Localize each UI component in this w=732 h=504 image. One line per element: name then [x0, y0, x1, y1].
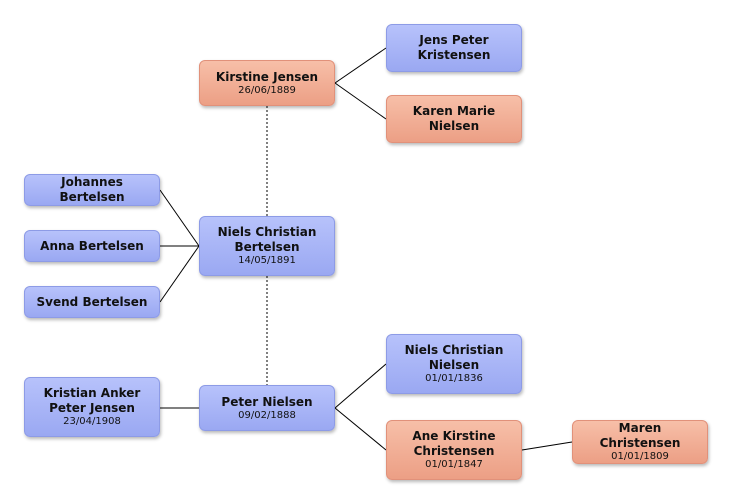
person-date: 01/01/1809 [611, 451, 669, 462]
person-node-johannes-bertelsen[interactable]: Johannes Bertelsen [24, 174, 160, 206]
person-node-kristian-anker-peter-jensen[interactable]: Kristian Anker Peter Jensen 23/04/1908 [24, 377, 160, 437]
connector-line [159, 245, 200, 303]
person-name: Niels Christian Nielsen [404, 343, 504, 372]
connector-line [521, 441, 573, 451]
person-name: Niels Christian Bertelsen [217, 225, 317, 254]
person-date: 26/06/1889 [238, 84, 296, 96]
person-node-niels-christian-nielsen[interactable]: Niels Christian Nielsen 01/01/1836 [386, 334, 522, 394]
person-name: Jens Peter Kristensen [417, 33, 491, 62]
connector-line [334, 47, 387, 84]
person-date: 14/05/1891 [238, 255, 296, 266]
person-name: Johannes Bertelsen [59, 175, 125, 204]
connector-line [334, 407, 387, 451]
person-date: 23/04/1908 [63, 416, 121, 427]
person-node-anna-bertelsen[interactable]: Anna Bertelsen [24, 230, 160, 262]
person-date: 09/02/1888 [238, 409, 296, 421]
person-node-peter-nielsen[interactable]: Peter Nielsen 09/02/1888 [199, 385, 335, 431]
person-node-karen-marie-nielsen[interactable]: Karen Marie Nielsen [386, 95, 522, 143]
person-name: Svend Bertelsen [36, 294, 148, 309]
person-node-jens-peter-kristensen[interactable]: Jens Peter Kristensen [386, 24, 522, 72]
person-node-maren-christensen[interactable]: Maren Christensen 01/01/1809 [572, 420, 708, 464]
person-node-svend-bertelsen[interactable]: Svend Bertelsen [24, 286, 160, 318]
person-name: Ane Kirstine Christensen [412, 429, 496, 458]
connector-line [334, 363, 387, 409]
person-date: 01/01/1847 [425, 459, 483, 470]
person-node-kirstine-jensen[interactable]: Kirstine Jensen 26/06/1889 [199, 60, 335, 106]
person-name: Anna Bertelsen [40, 238, 144, 253]
person-node-ane-kirstine-christensen[interactable]: Ane Kirstine Christensen 01/01/1847 [386, 420, 522, 480]
connector-line [334, 82, 387, 120]
person-node-niels-christian-bertelsen[interactable]: Niels Christian Bertelsen 14/05/1891 [199, 216, 335, 276]
person-date: 01/01/1836 [425, 373, 483, 384]
person-name: Kirstine Jensen [215, 69, 319, 84]
person-name: Kristian Anker Peter Jensen [43, 386, 141, 415]
person-name: Karen Marie Nielsen [412, 104, 496, 133]
person-name: Maren Christensen [599, 421, 681, 450]
person-name: Peter Nielsen [221, 394, 313, 409]
connector-line [159, 189, 200, 247]
